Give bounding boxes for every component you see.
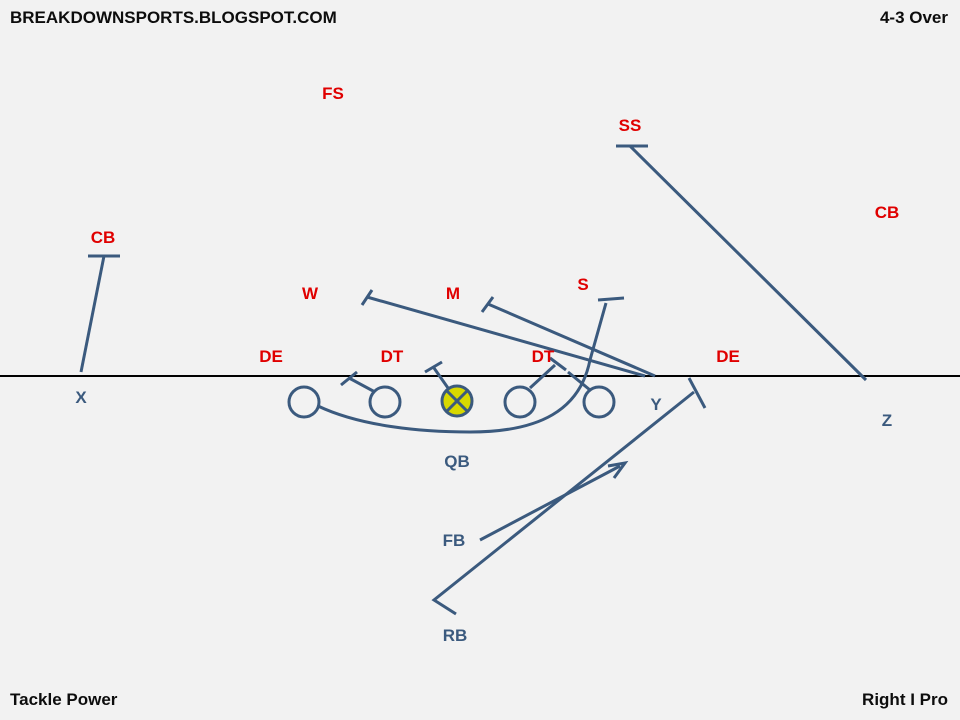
w-block-tee: [360, 289, 374, 306]
fs-label: FS: [322, 84, 344, 103]
x-block-route: [79, 255, 106, 373]
offense-formation-label: Right I Pro: [862, 690, 948, 709]
left-guard-marker: [368, 385, 402, 419]
cb-right-label: CB: [875, 203, 900, 222]
x-label: X: [75, 388, 87, 407]
fb-route-arrowhead: [607, 460, 629, 479]
center-block-tee: [424, 360, 443, 374]
defense-formation-label: 4-3 Over: [879, 8, 948, 27]
y-block-route: [487, 302, 656, 378]
de-left-label: DE: [259, 347, 283, 366]
left-tackle-marker: [287, 385, 321, 419]
rg-block-route: [528, 363, 557, 390]
m-label: M: [446, 284, 460, 303]
play-name: Tackle Power: [10, 690, 118, 709]
y-block-tee: [480, 296, 495, 313]
rg-block-tee: [549, 356, 567, 372]
w-label: W: [302, 284, 319, 303]
lt-block-route: [348, 376, 376, 394]
s-label: S: [577, 275, 588, 294]
rb-route-tee: [687, 377, 707, 409]
rt-inner-route: [567, 370, 591, 392]
lt-block-tee: [340, 370, 358, 387]
cb-left-label: CB: [91, 228, 116, 247]
y-label: Y: [650, 395, 662, 414]
site-url: BREAKDOWNSPORTS.BLOGSPOT.COM: [10, 8, 337, 27]
z-block-route: [628, 144, 868, 382]
rb-route: [431, 390, 695, 616]
ss-label: SS: [619, 116, 642, 135]
pull-route-tee: [597, 296, 625, 302]
de-right-label: DE: [716, 347, 740, 366]
z-label: Z: [882, 411, 892, 430]
fb-route: [479, 464, 621, 542]
right-guard-marker: [503, 385, 537, 419]
pull-route: [317, 302, 608, 434]
center-block-route: [432, 367, 450, 389]
fb-label: FB: [443, 531, 466, 550]
dt-left-label: DT: [381, 347, 404, 366]
center-ball-marker: [440, 384, 474, 418]
right-tackle-marker: [582, 385, 616, 419]
w-block-route: [366, 295, 646, 378]
qb-label: QB: [444, 452, 470, 471]
rb-label: RB: [443, 626, 468, 645]
dt-right-label: DT: [532, 347, 555, 366]
